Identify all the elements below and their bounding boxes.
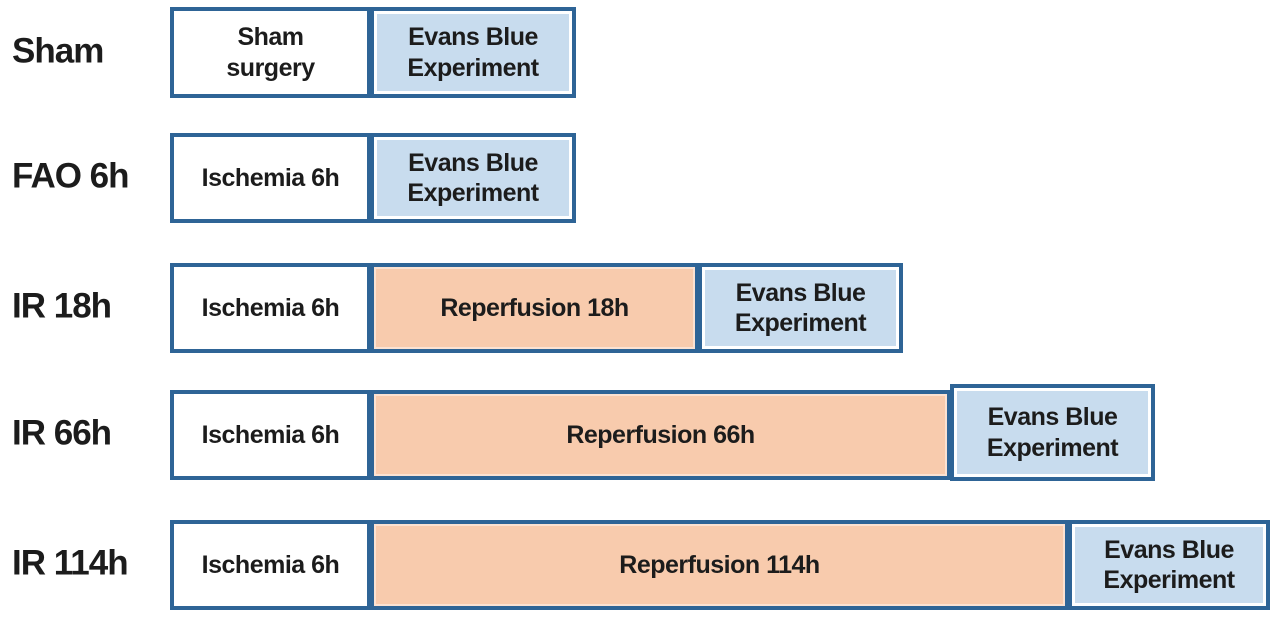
segment-text: Ischemia 6h — [201, 293, 340, 322]
timeline-row: IR 66h Ischemia 6h Reperfusion 66h Evans B… — [0, 384, 1280, 481]
segment-text: Evans Blue — [987, 403, 1118, 431]
segment-text: Evans Blue — [1104, 535, 1234, 564]
timeline-row: IR 18h Ischemia 6h Reperfusion 18h Evans B… — [0, 263, 1280, 353]
reperfusion-box: Reperfusion 18h — [370, 263, 699, 353]
ischemia-box: Ischemia 6h — [170, 133, 371, 223]
group-label: IR 66h — [12, 413, 112, 453]
reperfusion-box: Reperfusion 66h — [370, 390, 951, 480]
segment-text: Experiment — [986, 433, 1119, 462]
segment-text: surgery — [226, 53, 315, 82]
segment-text: Reperfusion 114h — [619, 550, 820, 579]
segment-text: Experiment — [734, 309, 867, 337]
segment-text: Reperfusion 18h — [440, 293, 629, 322]
segment-text: Experiment — [1103, 566, 1235, 594]
segment-text: Evans Blue — [735, 278, 866, 307]
group-label: IR 114h — [12, 543, 129, 583]
segment-text: Reperfusion 66h — [566, 420, 755, 449]
timeline-row: IR 114h Ischemia 6h Reperfusion 114h Evans… — [0, 520, 1280, 610]
segment-text: Ischemia 6h — [201, 163, 340, 192]
segment-text: Experiment — [407, 179, 539, 207]
reperfusion-box: Reperfusion 114h — [370, 520, 1069, 610]
segment-text: Ischemia 6h — [201, 550, 340, 579]
group-label: Sham — [12, 30, 104, 70]
ischemia-box: Ischemia 6h — [170, 390, 371, 480]
segment-text: Experiment — [407, 53, 539, 82]
group-label: IR 18h — [12, 286, 112, 326]
segment-text: Sham — [237, 23, 304, 51]
ischemia-box: Ischemia 6h — [170, 263, 371, 353]
segment-text: Evans Blue — [408, 148, 538, 177]
segment-text: Ischemia 6h — [201, 420, 340, 449]
ischemia-box: Ischemia 6h — [170, 520, 371, 610]
segment-text: Evans Blue — [408, 23, 538, 51]
group-label: FAO 6h — [12, 156, 130, 196]
